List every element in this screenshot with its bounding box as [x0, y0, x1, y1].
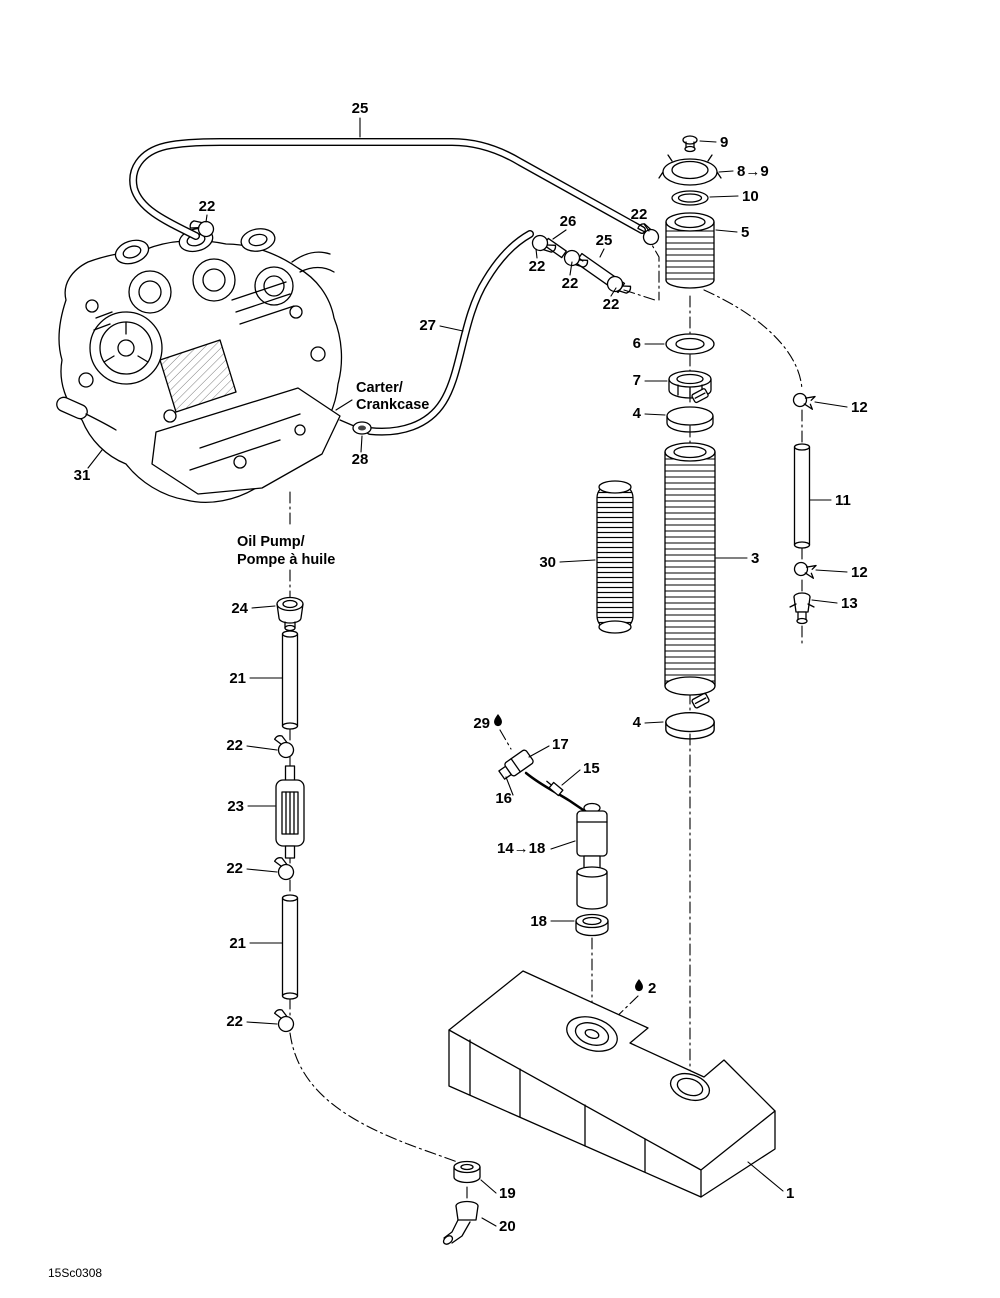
part-spring-clamp-12-lower — [792, 560, 817, 579]
callout-28: 28 — [352, 451, 369, 468]
callout-9: 9 — [720, 134, 728, 151]
callout-4-upper: 4 — [633, 405, 642, 422]
callout-19: 19 — [499, 1185, 516, 1202]
callout-25-short-hose: 25 — [596, 232, 613, 249]
callout-18: 18 — [530, 913, 547, 930]
part-oil-filter-23 — [275, 765, 305, 859]
part-clamp-22-left-a — [272, 731, 297, 761]
callout-26: 26 — [560, 213, 577, 230]
callout-22-left-a: 22 — [226, 737, 243, 754]
callout-10: 10 — [742, 188, 759, 205]
callout-30: 30 — [539, 554, 556, 571]
part-spring-clamp-12-upper — [791, 391, 816, 410]
part-tube-11 — [793, 443, 811, 549]
callout-22-c: 22 — [603, 296, 620, 313]
part-tube-21-lower — [281, 894, 299, 1000]
part-bellows-hose-3 — [664, 442, 716, 696]
part-washer-6 — [665, 333, 715, 355]
part-connector-17 — [498, 749, 534, 780]
callout-12-lower: 12 — [851, 564, 868, 581]
part-wire-clamp-15 — [546, 780, 564, 797]
callout-24: 24 — [231, 600, 248, 617]
part-oil-level-sensor-14-18 — [576, 802, 608, 910]
part-sensor-ring-18 — [575, 913, 609, 937]
callout-23: 23 — [227, 798, 244, 815]
callout-2: 2 — [648, 980, 656, 997]
part-collar-7 — [668, 370, 712, 399]
callout-labels: 25 22 26 22 25 22 22 22 9 8→9 10 5 6 7 4… — [74, 100, 868, 1235]
callout-22-left-c: 22 — [226, 1013, 243, 1030]
part-oil-tank-1 — [448, 970, 776, 1198]
part-cap-gasket-10 — [671, 190, 709, 206]
callout-27: 27 — [419, 317, 436, 334]
callout-5: 5 — [741, 224, 749, 241]
callout-22-b: 22 — [562, 275, 579, 292]
callout-6: 6 — [633, 335, 641, 352]
callout-22-left-b: 22 — [226, 860, 243, 877]
part-return-hose-27 — [366, 230, 534, 436]
part-grommet-28 — [352, 421, 372, 435]
part-spring-30 — [596, 480, 634, 634]
callout-16: 16 — [495, 790, 512, 807]
crankcase-label-line1: Carter/ — [356, 380, 403, 396]
engine-illustration — [56, 227, 355, 503]
leader-lines — [87, 117, 848, 1227]
callout-21-upper: 21 — [229, 670, 246, 687]
part-grommet-19 — [453, 1160, 481, 1184]
part-clamp-22-left-c — [272, 1005, 297, 1035]
callout-1: 1 — [786, 1185, 794, 1202]
crankcase-label-line2: Crankcase — [356, 397, 429, 413]
callout-29: 29 — [473, 715, 490, 732]
callout-8-9: 8→9 — [737, 163, 769, 180]
callout-20: 20 — [499, 1218, 516, 1235]
part-tube-21-upper — [281, 630, 299, 730]
text-annotations: Carter/ Crankcase Oil Pump/ Pompe à huil… — [48, 380, 429, 1280]
part-filler-neck-5 — [665, 212, 715, 289]
callout-17: 17 — [552, 736, 569, 753]
callout-3: 3 — [751, 550, 759, 567]
oil-drop-icon — [634, 978, 644, 992]
part-clamp-22-a — [528, 231, 558, 259]
callout-11: 11 — [835, 492, 851, 509]
oil-drop-icon — [493, 713, 503, 727]
part-check-valve-24 — [276, 596, 304, 632]
callout-7: 7 — [633, 372, 641, 389]
callout-4-lower: 4 — [633, 714, 642, 731]
part-main-oil-hose-25 — [129, 138, 646, 240]
part-filler-cap-8 — [658, 154, 722, 186]
part-barb-fitting-13 — [789, 592, 815, 625]
oil-pump-label-line1: Oil Pump/ — [237, 534, 305, 550]
part-elbow-fitting-20 — [442, 1200, 479, 1245]
callout-31: 31 — [74, 467, 91, 484]
callout-14-18: 14→18 — [497, 840, 545, 857]
part-vent-cap-9 — [682, 135, 698, 153]
oil-pump-label-line2: Pompe à huile — [237, 552, 335, 568]
callout-22-filler: 22 — [631, 206, 648, 223]
callout-15: 15 — [583, 760, 600, 777]
callout-21-lower: 21 — [229, 935, 246, 952]
center-lines — [289, 232, 803, 1202]
callout-22-engine-clamp: 22 — [199, 198, 216, 215]
callout-25-main-hose: 25 — [352, 100, 369, 117]
drawing-code: 15Sc0308 — [48, 1266, 102, 1280]
callout-22-a: 22 — [529, 258, 546, 275]
callout-13: 13 — [841, 595, 858, 612]
callout-12-upper: 12 — [851, 399, 868, 416]
